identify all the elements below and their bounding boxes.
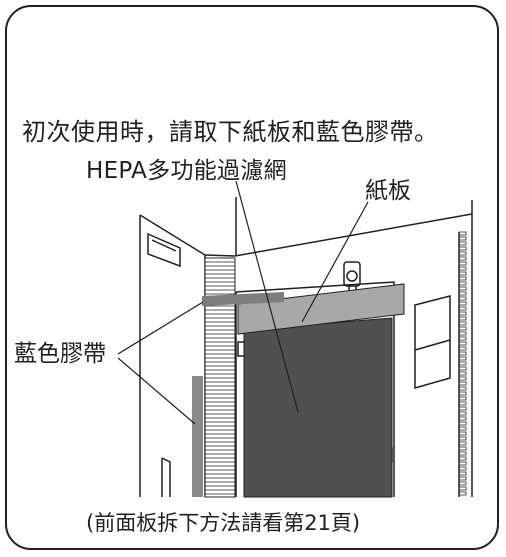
tape-leader-bottom: [117, 357, 196, 425]
blue-tape-side: [192, 376, 203, 497]
hepa-leader-line: [235, 180, 299, 413]
hepa-filter-panel: [243, 317, 393, 498]
blue-tape-top: [202, 292, 284, 306]
blue-tape-label: 藍色膠帶: [14, 341, 106, 367]
hepa-filter-label: HEPA多功能過濾網: [86, 158, 287, 184]
footnote-text: (前面板拆下方法請看第21頁): [86, 511, 361, 535]
board-leader-line: [301, 201, 369, 323]
instruction-text: 初次使用時，請取下紙板和藍色膠帶。: [22, 118, 439, 146]
pleated-filter-edge: [204, 257, 236, 498]
side-vent-serration: [459, 231, 467, 496]
paper-board-label: 紙板: [365, 178, 411, 204]
tape-leader-top: [117, 301, 204, 355]
paper-board: [237, 283, 405, 335]
figure-frame: [5, 5, 499, 550]
